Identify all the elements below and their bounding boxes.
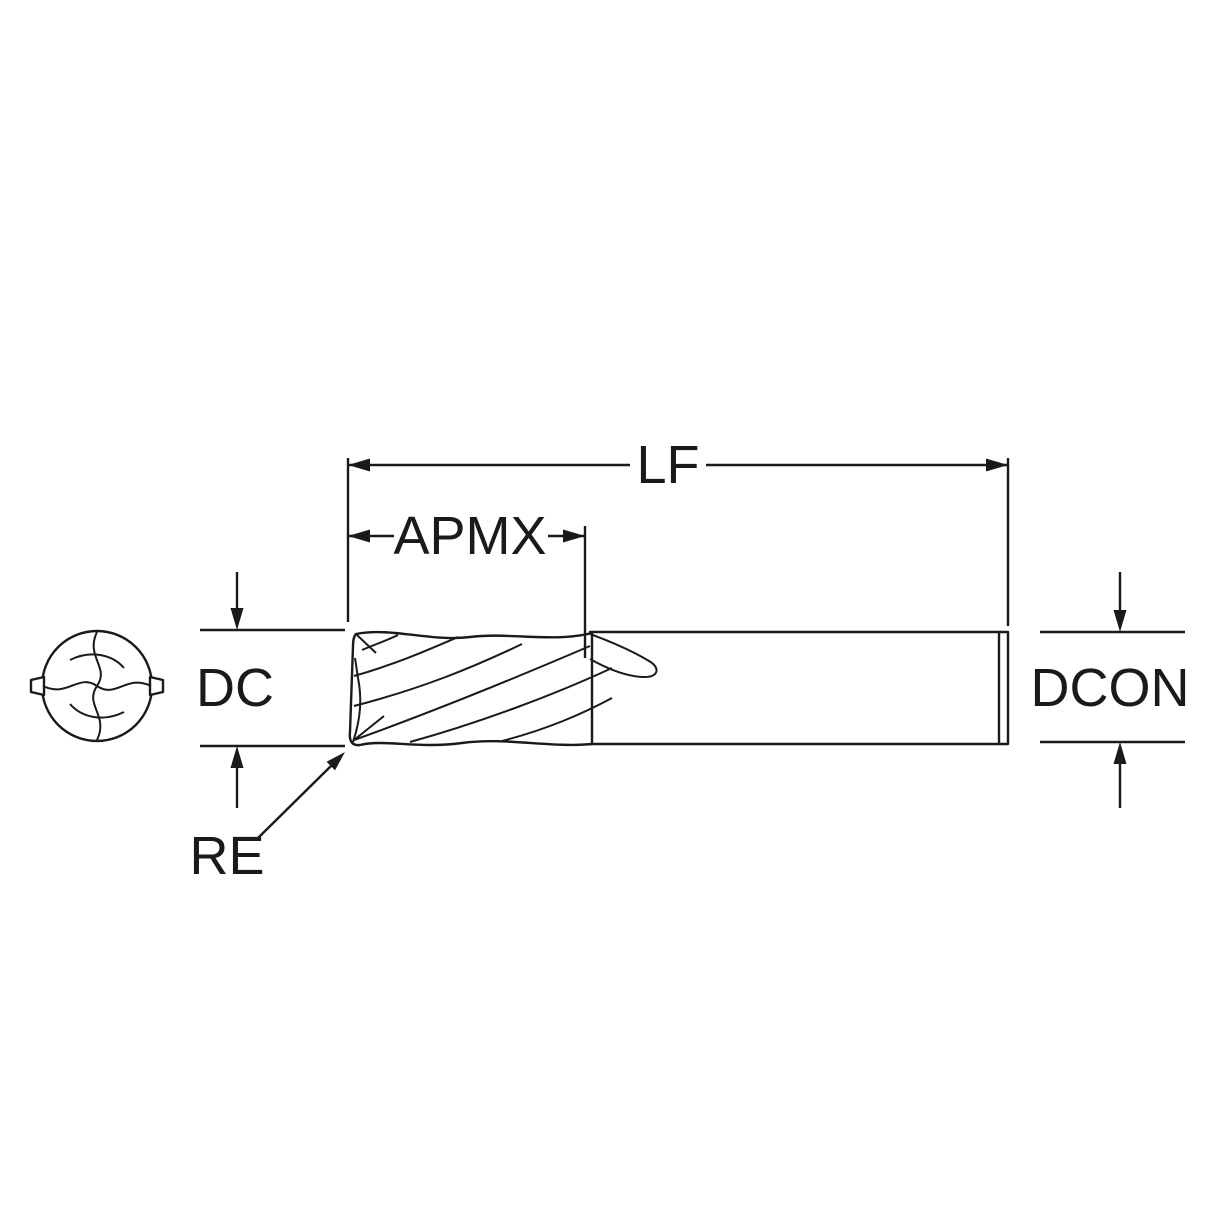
cutter-flutes xyxy=(353,633,658,743)
side-view-cutter xyxy=(348,630,658,747)
apmx-arrow-left xyxy=(348,529,370,543)
lf-arrow-right xyxy=(986,458,1008,472)
cutter-outline xyxy=(348,630,594,747)
lf-label: LF xyxy=(636,435,699,495)
side-view-shank xyxy=(588,630,1010,746)
apmx-dimension: APMX xyxy=(348,506,587,658)
re-leader-line xyxy=(257,763,334,839)
dc-arrow-top xyxy=(230,608,244,630)
dcon-arrow-top xyxy=(1113,610,1127,632)
end-view-right-tab xyxy=(148,675,165,697)
end-view-flutes xyxy=(42,631,152,741)
dcon-arrow-bottom xyxy=(1113,742,1127,764)
dc-arrow-bottom xyxy=(230,746,244,768)
dcon-dimension: DCON xyxy=(1031,572,1190,808)
lf-arrow-left xyxy=(348,458,370,472)
re-callout: RE xyxy=(189,752,345,886)
dc-label: DC xyxy=(196,658,274,718)
end-view-left-tab xyxy=(29,675,46,697)
shank-body xyxy=(588,630,1010,746)
re-arrowhead xyxy=(326,752,345,771)
cutter-end-teeth xyxy=(352,634,385,743)
lf-dimension: LF xyxy=(346,435,1010,626)
apmx-label: APMX xyxy=(393,506,546,566)
dc-dimension: DC xyxy=(196,572,345,808)
re-label: RE xyxy=(189,826,264,886)
dcon-label: DCON xyxy=(1031,658,1190,718)
apmx-arrow-right xyxy=(563,529,585,543)
end-view xyxy=(29,629,165,743)
